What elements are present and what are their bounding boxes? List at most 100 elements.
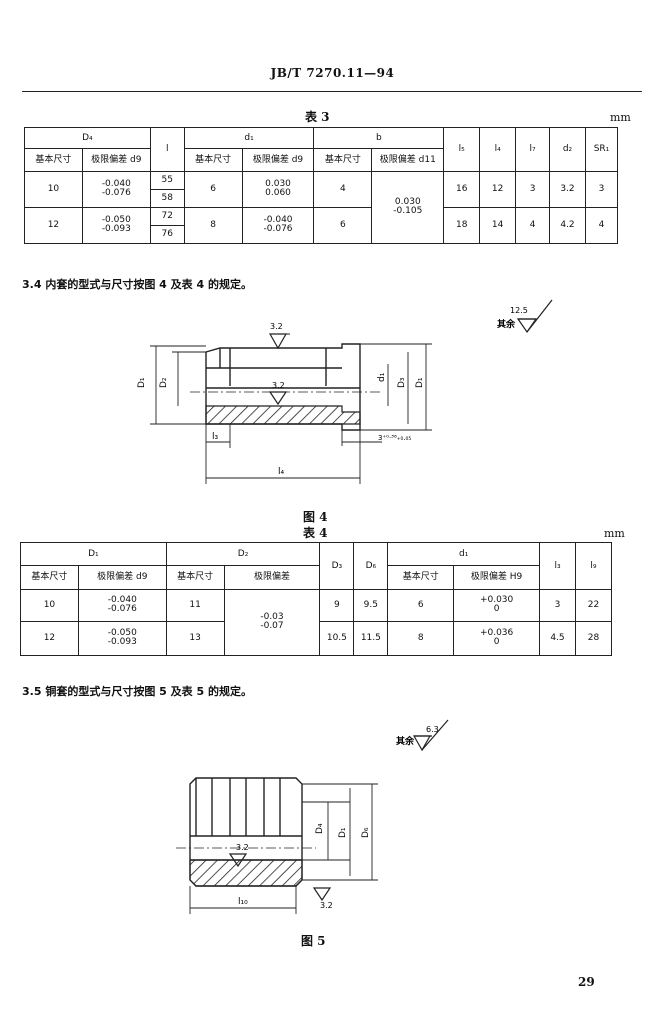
t3-head-d2: d₂ (549, 127, 586, 172)
t3-head-basic: 基本尺寸 (183, 148, 243, 172)
roughness-symbol-icon (312, 887, 332, 902)
t3-head-basic: 基本尺寸 (24, 148, 83, 172)
t4-head-d1: d₁ (387, 542, 541, 566)
t4-cell-l3: 4.5 (539, 621, 576, 656)
t3-head-d: d₁ (183, 127, 315, 149)
t4-head-dev: 极限偏差 (223, 565, 321, 590)
t3-cell-d: 8 (183, 207, 243, 244)
t4-head-basic: 基本尺寸 (165, 565, 225, 590)
t3-cell-l7: 3 (515, 171, 551, 208)
fig4-label-D3: D₃ (397, 377, 407, 388)
fig4-rest-roughness: 12.5 (510, 306, 528, 315)
roughness-symbol-icon (268, 333, 290, 350)
t4-head-dev-d9: 极限偏差 d9 (77, 565, 167, 590)
t4-head-l9: l₉ (574, 542, 613, 590)
t4-head-D2: D₂ (165, 542, 321, 566)
t4-cell-l9: 28 (574, 621, 613, 656)
t4-head-D3: D₃ (319, 542, 355, 590)
t4-cell-D2-dev: -0.03-0.07 (223, 589, 321, 656)
table3: D₄ l d₁ b l₅ l₄ l₇ d₂ SR₁ 基本尺寸 极限偏差 d9 基… (24, 127, 619, 244)
t3-cell-l5: 16 (443, 171, 481, 208)
t3-cell-d2: 3.2 (549, 171, 586, 208)
fig4-label-l3: l₃ (212, 432, 219, 442)
table4: D₁ D₂ D₃ D₆ d₁ l₃ l₉ 基本尺寸 极限偏差 d9 基本尺寸 极… (20, 542, 613, 656)
t4-cell-l9: 22 (574, 589, 613, 622)
t3-head-dev-d11: 极限偏差 d11 (371, 148, 445, 172)
table4-caption: 表 4 (303, 526, 328, 540)
t3-cell-d2: 4.2 (549, 207, 586, 244)
fig5-label-D1: D₁ (338, 827, 348, 838)
t3-head-b: b (313, 127, 445, 149)
fig4-bottom-dims (205, 424, 382, 484)
roughness-symbol-icon (516, 299, 553, 334)
t4-head-D6: D₆ (353, 542, 389, 590)
fig5-label-L: l₁₀ (238, 897, 248, 907)
t3-cell-b: 6 (313, 207, 373, 244)
roughness-symbol-icon (268, 391, 288, 406)
fig4-label-D: D₁ (137, 377, 147, 388)
t4-cell-D1-dev: -0.040-0.076 (77, 589, 167, 622)
fig4-label-D1: D₁ (415, 377, 425, 388)
t3-cell-l4: 14 (479, 207, 517, 244)
fig4-rest-label: 其余 (497, 318, 516, 330)
t4-cell-D1-dev: -0.050-0.093 (77, 621, 167, 656)
fig4-label-d: d₁ (377, 372, 387, 382)
fig5-section-hatch (189, 859, 303, 887)
table3-unit: mm (610, 111, 631, 124)
fig4-section-hatch (205, 405, 361, 425)
fig5-bottom-dims (189, 886, 297, 914)
t4-head-basic: 基本尺寸 (20, 565, 79, 590)
t3-head-l7: l₇ (515, 127, 551, 172)
t4-cell-d1: 6 (387, 589, 455, 622)
fig5-rest-roughness: 6.3 (426, 725, 439, 734)
fig5-right-dims (302, 783, 378, 881)
t4-head-basic: 基本尺寸 (387, 565, 455, 590)
t3-cell-l: 76 (149, 225, 185, 244)
fig5-roughness-bottom: 3.2 (320, 901, 333, 910)
fig4-right-dims (360, 343, 432, 431)
t3-head-l4: l₄ (479, 127, 517, 172)
t4-cell-l3: 3 (539, 589, 576, 622)
t4-head-l3: l₃ (539, 542, 576, 590)
t3-cell-l5: 18 (443, 207, 481, 244)
page-number: 29 (578, 975, 595, 989)
t3-cell-b: 4 (313, 171, 373, 208)
t4-head-D1: D₁ (20, 542, 167, 566)
t4-cell-D3: 9 (319, 589, 355, 622)
t3-cell-l: 58 (149, 189, 185, 208)
figure-4-drawing: 其余 12.5 3.2 3.2 D₁ D₂ (137, 299, 553, 484)
fig4-label-l4: l₄ (278, 467, 285, 477)
fig4-left-dims (150, 345, 206, 425)
t3-cell-D-dev: -0.040-0.076 (81, 171, 151, 208)
header-rule (22, 91, 642, 92)
fig4-roughness-top: 3.2 (270, 322, 283, 331)
table4-unit: mm (604, 527, 625, 540)
t4-cell-D2: 13 (165, 621, 225, 656)
t3-cell-sr: 4 (584, 207, 619, 244)
figure-4-caption: 图 4 (303, 510, 328, 524)
t3-head-D: D₄ (24, 127, 151, 149)
t4-head-dev-h9: 极限偏差 H9 (453, 565, 541, 590)
t3-cell-D-dev: -0.050-0.093 (81, 207, 151, 244)
roughness-symbol-icon (228, 853, 248, 868)
figure-5-drawing: 其余 6.3 3.2 D₄ D₁ D₆ l₁₀ (176, 719, 449, 914)
t3-cell-D: 10 (24, 171, 83, 208)
t3-head-dev-d9: 极限偏差 d9 (241, 148, 315, 172)
fig4-label-Dc: D₂ (159, 377, 169, 388)
t3-head-l5: l₅ (443, 127, 481, 172)
section-3-4: 3.4 内套的型式与尺寸按图 4 及表 4 的规定。 (22, 278, 252, 291)
fig5-rest-label: 其余 (396, 735, 415, 747)
fig5-label-D4: D₄ (315, 823, 325, 834)
fig4-roughness-inner: 3.2 (272, 381, 285, 390)
t4-cell-d1: 8 (387, 621, 455, 656)
t3-cell-l7: 4 (515, 207, 551, 244)
fig5-roughness-inner: 3.2 (236, 843, 249, 852)
t3-cell-d-dev: -0.040-0.076 (241, 207, 315, 244)
t3-cell-l: 55 (149, 171, 185, 190)
fig4-label-chamfer: 3⁺⁰·³⁶₊₀.₀₅ (378, 434, 411, 442)
t3-cell-D: 12 (24, 207, 83, 244)
t4-cell-D6: 11.5 (353, 621, 389, 656)
